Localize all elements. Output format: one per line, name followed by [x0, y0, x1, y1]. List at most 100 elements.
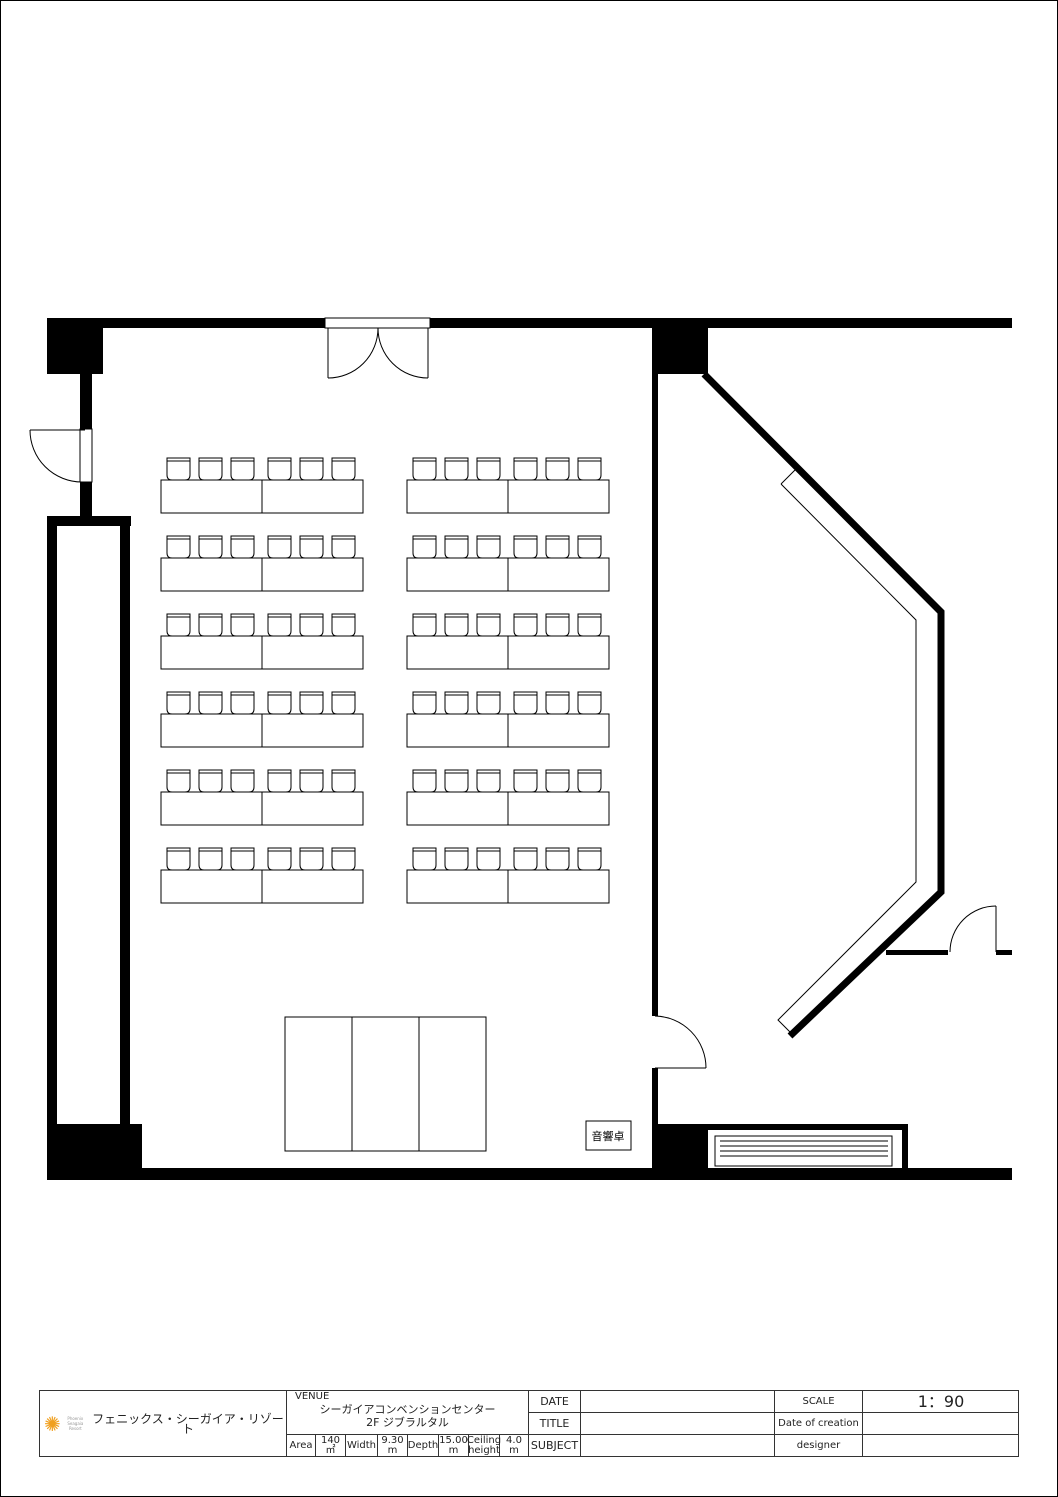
logo-icon: ✺ — [44, 1411, 61, 1436]
company-name: フェニックス・シーガイア・リゾート — [92, 1411, 284, 1436]
chair — [230, 457, 255, 481]
chair — [577, 613, 602, 637]
chair — [230, 847, 255, 871]
venue-label: VENUE — [295, 1391, 330, 1402]
chair — [513, 769, 538, 793]
chair — [166, 847, 191, 871]
table — [406, 791, 509, 826]
chair — [230, 769, 255, 793]
chair — [513, 613, 538, 637]
chair — [412, 457, 437, 481]
chair — [577, 769, 602, 793]
chair — [444, 535, 469, 559]
chair — [299, 769, 324, 793]
table — [160, 869, 263, 904]
chair — [476, 613, 501, 637]
chair — [198, 691, 223, 715]
logo-text: Phoenix Seagaia Resort — [67, 1416, 84, 1431]
chair — [476, 691, 501, 715]
table — [261, 713, 364, 748]
chair — [412, 691, 437, 715]
chair — [331, 847, 356, 871]
doors — [29, 317, 997, 1167]
chair — [267, 457, 292, 481]
chair — [545, 691, 570, 715]
chair — [331, 613, 356, 637]
chair — [267, 535, 292, 559]
venue-name: シーガイアコンベンションセンター — [319, 1403, 496, 1416]
chair — [412, 769, 437, 793]
chair — [166, 769, 191, 793]
chair — [198, 535, 223, 559]
title-label: TITLE — [529, 1413, 581, 1435]
area-label: Area — [287, 1435, 316, 1457]
chair — [331, 769, 356, 793]
chair — [331, 457, 356, 481]
table — [507, 869, 610, 904]
chair — [444, 457, 469, 481]
width-label: Width — [346, 1435, 378, 1457]
chair — [577, 691, 602, 715]
chair — [577, 457, 602, 481]
table — [261, 791, 364, 826]
chair — [545, 535, 570, 559]
chair — [166, 691, 191, 715]
room-name: 2F ジブラルタル — [366, 1416, 449, 1429]
table — [160, 635, 263, 670]
chair — [444, 613, 469, 637]
table — [406, 713, 509, 748]
chair — [230, 691, 255, 715]
title-block: ✺ Phoenix Seagaia Resort フェニックス・シーガイア・リゾ… — [39, 1390, 1019, 1457]
date-label: DATE — [529, 1391, 581, 1413]
chair — [166, 457, 191, 481]
chair — [198, 847, 223, 871]
table — [160, 557, 263, 592]
designer-label: designer — [775, 1435, 863, 1457]
chair — [299, 691, 324, 715]
scale-label: SCALE — [775, 1391, 863, 1413]
chair — [577, 535, 602, 559]
venue-cell: VENUE シーガイアコンベンションセンター 2F ジブラルタル — [287, 1391, 529, 1435]
walls — [47, 318, 1012, 1180]
chair — [577, 847, 602, 871]
chair — [476, 535, 501, 559]
chair — [513, 535, 538, 559]
chair — [513, 457, 538, 481]
chair — [230, 613, 255, 637]
seating — [160, 457, 610, 904]
table — [261, 557, 364, 592]
subject-label: SUBJECT — [529, 1435, 581, 1457]
creation-field — [863, 1413, 1019, 1435]
designer-field — [863, 1435, 1019, 1457]
table — [261, 869, 364, 904]
table — [160, 479, 263, 514]
chair — [198, 457, 223, 481]
chair — [444, 691, 469, 715]
chair — [299, 847, 324, 871]
table — [261, 479, 364, 514]
chair — [545, 769, 570, 793]
chair — [476, 847, 501, 871]
table — [406, 869, 509, 904]
chair — [412, 535, 437, 559]
table — [507, 557, 610, 592]
chair — [267, 847, 292, 871]
chair — [198, 769, 223, 793]
table — [406, 635, 509, 670]
chair — [198, 613, 223, 637]
table — [507, 713, 610, 748]
chair — [545, 457, 570, 481]
table — [507, 791, 610, 826]
chair — [331, 691, 356, 715]
table — [160, 713, 263, 748]
chair — [545, 613, 570, 637]
table — [507, 635, 610, 670]
chair — [331, 535, 356, 559]
